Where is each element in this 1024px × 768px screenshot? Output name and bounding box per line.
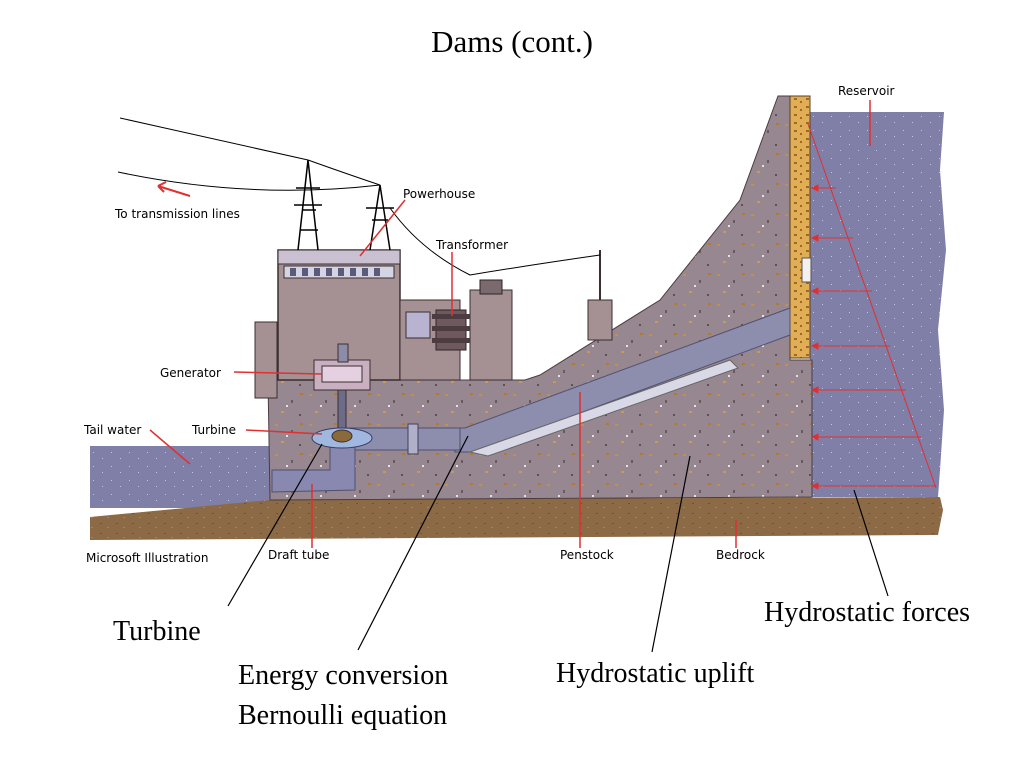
switchyard-building [469,289,513,381]
label-penstock: Penstock [560,548,614,562]
annotation-pointers [227,435,889,653]
penstock-steps [468,359,739,457]
dam-upstream-face [789,95,811,359]
slide-title: Dams (cont.) [431,24,593,59]
transmission-arrow [157,181,191,197]
penstock-valve [407,423,419,455]
transmission-towers [294,159,394,251]
intake-tower [587,299,613,341]
label-reservoir: Reservoir [838,84,895,98]
annotation-hydrostatic-forces: Hydrostatic forces [764,597,970,628]
powerhouse-roof [277,249,401,265]
transmission-lines [117,117,601,276]
powerhouse-annex [254,321,278,399]
reservoir-water [806,112,946,497]
label-turbine-small: Turbine [191,423,236,437]
label-tail-water: Tail water [83,423,141,437]
label-draft-tube: Draft tube [268,548,329,562]
transformer [432,279,503,351]
label-powerhouse: Powerhouse [403,187,475,201]
control-room-window [405,311,431,339]
label-credit: Microsoft Illustration [86,551,208,565]
label-transformer: Transformer [435,238,508,252]
label-transmission: To transmission lines [114,207,240,221]
annotation-turbine: Turbine [113,616,201,647]
label-leaders [149,100,871,548]
bedrock [90,497,943,540]
label-bedrock: Bedrock [716,548,765,562]
dam-gate [801,257,812,283]
annotation-hydrostatic-uplift: Hydrostatic uplift [556,658,755,689]
generator-unit [313,343,371,431]
annotation-energy-conversion: Energy conversion [238,660,448,691]
crane-rail-windows [290,268,380,276]
annotation-bernoulli: Bernoulli equation [238,700,447,731]
turbine-runner [311,427,373,449]
tail-water [90,446,272,508]
hydrostatic-pressure-diagram [807,123,937,490]
penstock-pipe [454,307,791,453]
label-generator: Generator [160,366,221,380]
